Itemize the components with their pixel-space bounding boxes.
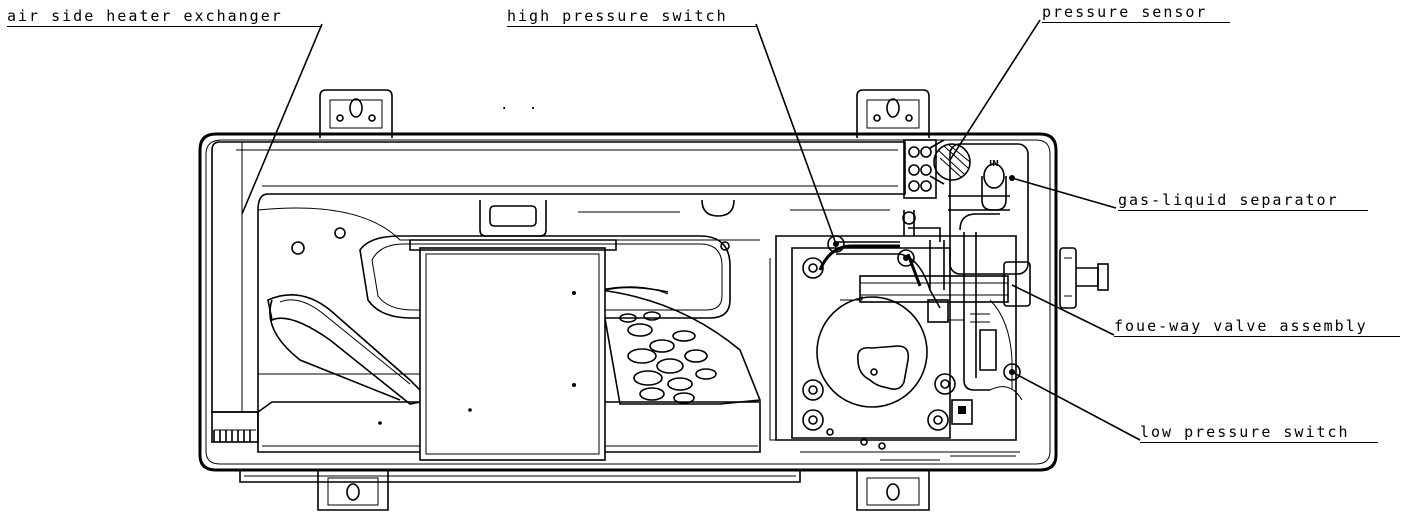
in-marker: IN [989,159,999,168]
lower-drain-channel [257,401,761,453]
leader-pressure-sensor [949,19,1041,161]
refrigerant-piping [818,195,1023,401]
compressor [816,296,928,408]
label-low-pressure-switch: low pressure switch [1140,424,1378,443]
leader-lines [241,19,1141,441]
top-dots-mark: . . [500,97,544,113]
mounting-bracket-bottom-right [856,470,930,511]
compressor-plate [769,235,1020,461]
leader-low-pressure-switch [1011,371,1141,441]
leader-four-way-valve-assembly [1011,284,1115,336]
electrical-control-box [409,239,669,461]
mounting-bracket-bottom-left [317,470,389,511]
high-pressure-switch-body [827,211,916,267]
unit-casing [198,132,1058,483]
right-side-connector [1059,247,1109,309]
label-four-way-valve-assembly: foue-way valve assembly [1114,318,1400,337]
pressure-sensor-body [929,139,971,185]
low-pressure-switch-body [951,363,1021,425]
leader-air-side-heat-exchanger [241,23,323,215]
leader-gas-liquid-separator [1011,177,1117,209]
mounting-bracket-top-left [319,89,393,138]
gas-liquid-separator [949,143,1029,275]
mounting-bracket-top-right [856,89,930,138]
label-air-side-heat-exchanger: air side heater exchanger [7,8,322,27]
label-gas-liquid-separator: gas-liquid separator [1118,192,1368,211]
four-way-valve [859,261,1031,323]
fan-blades [619,311,717,404]
label-high-pressure-switch: high pressure switch [507,8,756,27]
service-valves [903,139,937,199]
air-side-heat-exchanger [211,141,906,443]
base-tray [257,199,890,319]
leader-high-pressure-switch [755,23,837,245]
label-pressure-sensor: pressure sensor [1042,4,1230,23]
